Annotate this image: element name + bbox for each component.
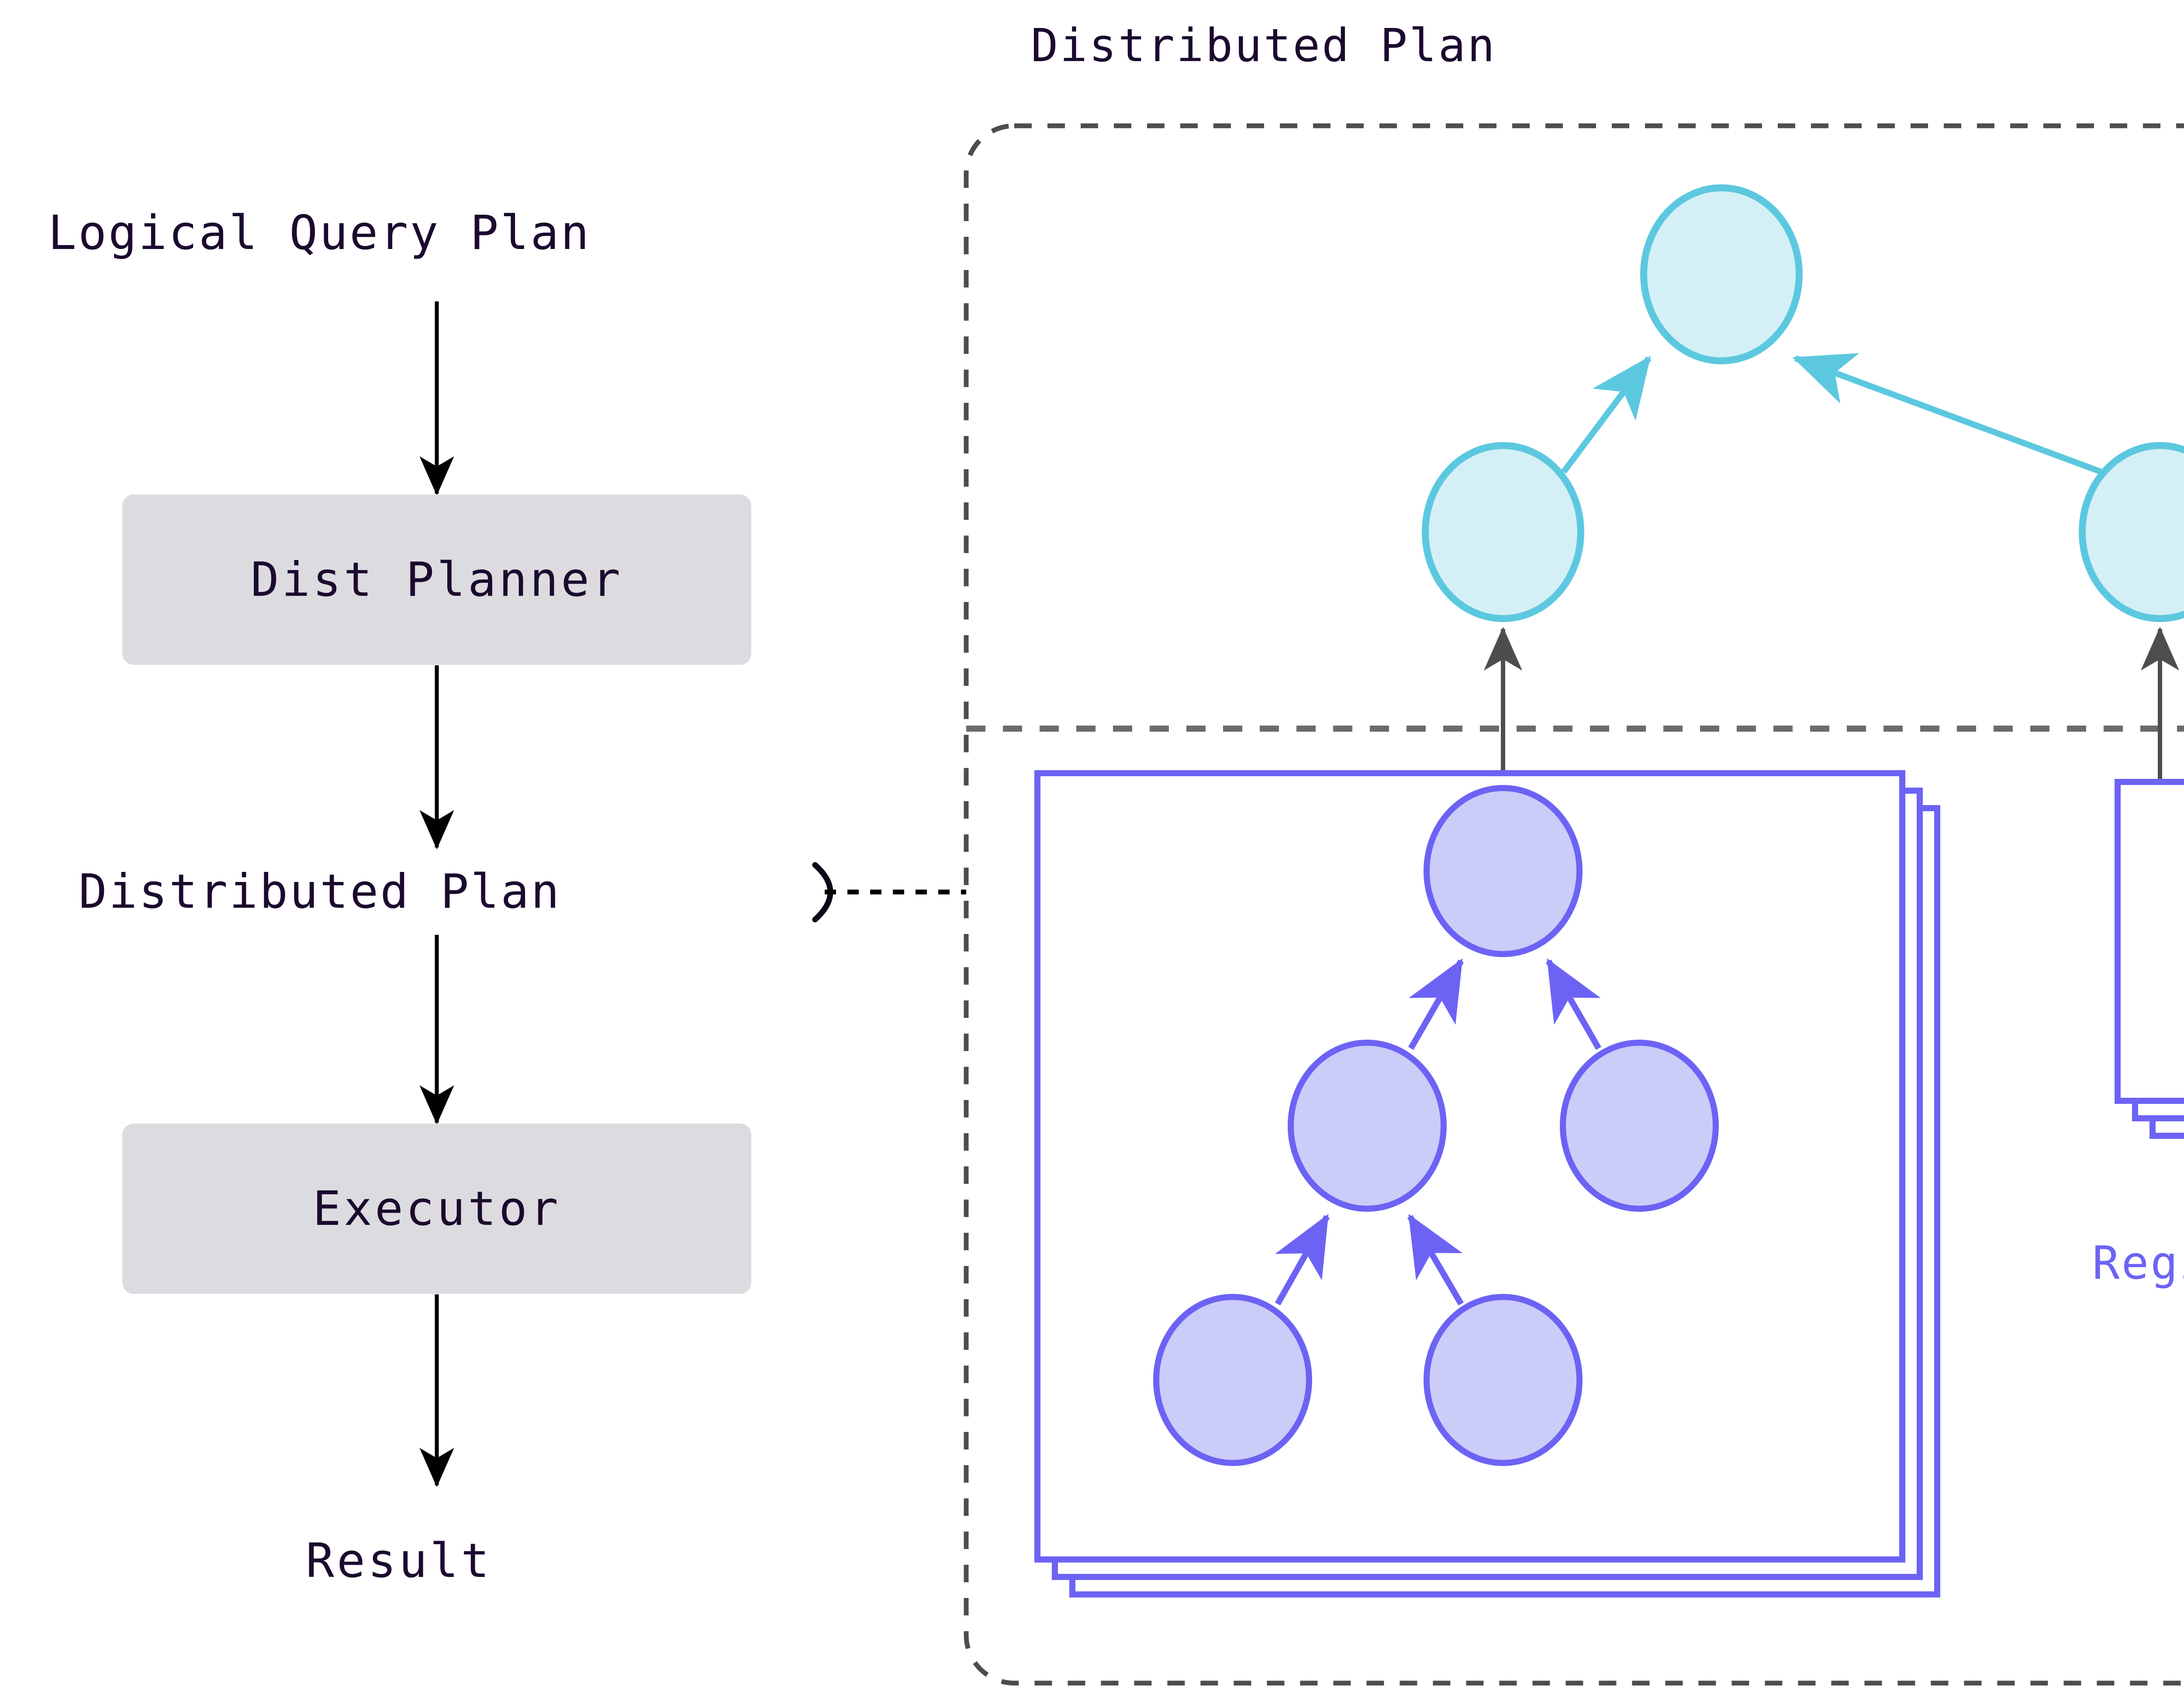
distributed-plan-container [964,123,2184,1686]
result-label: Result [306,1534,492,1588]
distributed-plan-container-title: Distributed Plan [1031,19,1496,72]
datanode-node-mid[interactable] [1288,1040,1447,1212]
datanode-node-root[interactable] [1424,785,1583,957]
region-group-right [2115,779,2184,1139]
edge-dmid-to-droot [1408,958,1464,1050]
edge-fleft-froot [1561,356,1652,474]
regions-label: Regions [2092,1236,2184,1290]
executor-box[interactable] [122,1124,751,1294]
distributed-plan-intermediate-label: Distributed Plan [79,864,561,919]
regions-stack-layer-1[interactable] [2115,779,2184,1104]
datanode-node-leaf-a[interactable] [1153,1294,1312,1466]
pipeline-flow [122,301,966,1487]
datanode-node-rightleaf[interactable] [1560,1040,1719,1212]
region-group-left [1034,770,1940,1597]
executor-label: Executor [312,1181,561,1236]
frontend-node-root[interactable] [1640,184,1803,364]
logical-query-plan-label: Logical Query Plan [48,206,591,260]
dist-planner-box[interactable] [122,494,751,665]
frontend-node-left[interactable] [1422,442,1584,622]
frontend-edges [1561,353,2102,475]
edge-dleafa-to-dmid [1275,1214,1330,1306]
frontend-nodes [1422,184,2184,622]
edge-dleafb-to-dmid [1407,1214,1464,1306]
cross-stage-edges [1484,627,2179,786]
frontend-node-right[interactable] [2079,442,2184,622]
edge-fright-froot [1792,353,2102,475]
edge-dright-to-droot [1545,958,1602,1050]
datanode-node-leaf-b[interactable] [1424,1294,1583,1466]
dist-planner-label: Dist Planner [250,552,623,607]
